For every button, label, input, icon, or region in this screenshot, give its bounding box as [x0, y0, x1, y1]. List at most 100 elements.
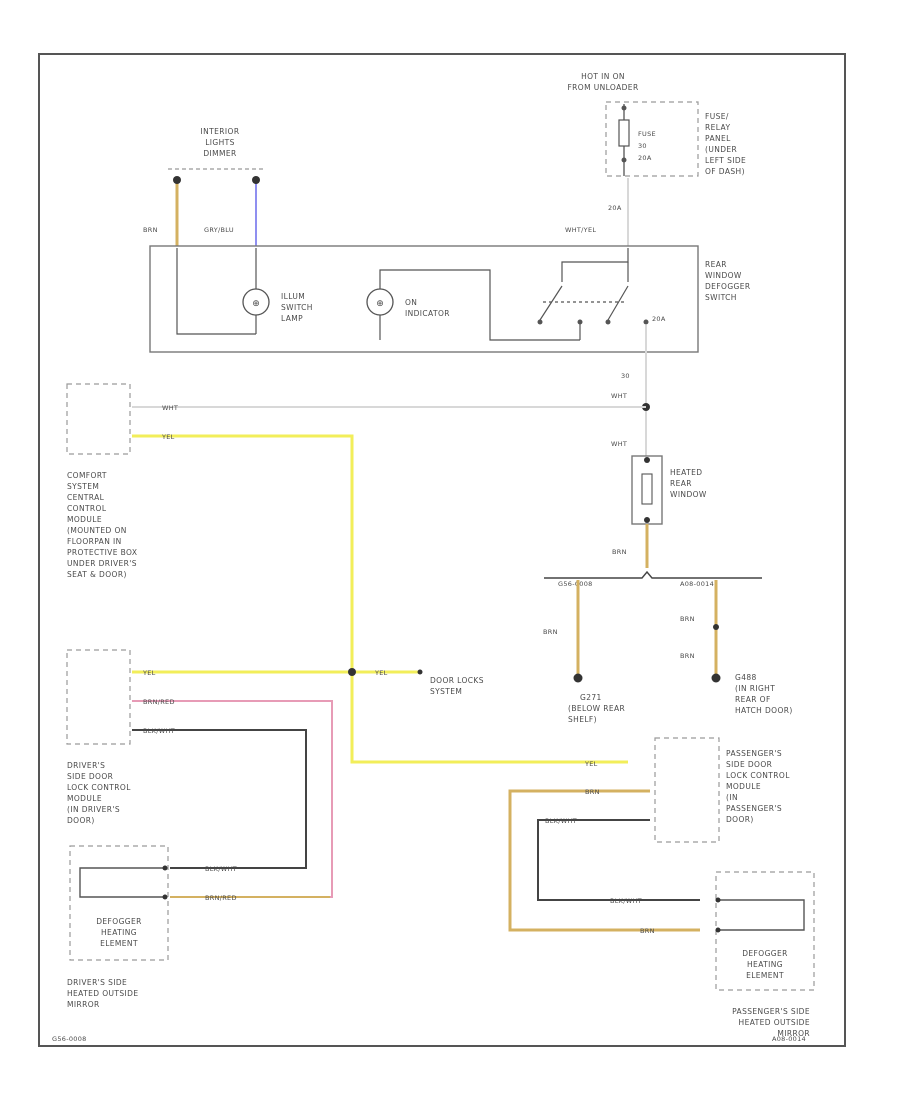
driver-module-label-4: MODULE	[67, 794, 102, 803]
lamp2-label-1: ON	[405, 298, 417, 307]
diagram-border	[38, 53, 846, 1047]
illum-lamp-glyph: ⊕	[252, 299, 260, 309]
junction-yel	[348, 668, 356, 676]
switch-contact-1	[539, 285, 563, 321]
door-locks-label-1: DOOR LOCKS	[430, 676, 484, 685]
comfort-label-7: FLOORPAN IN	[67, 537, 122, 546]
g488-label-2: (IN RIGHT	[735, 684, 775, 693]
fuse-symbol	[618, 119, 630, 147]
driver-module-label-3: LOCK CONTROL	[67, 783, 131, 792]
passenger-mirror-pin-2	[715, 927, 721, 933]
switch-contact-2	[607, 285, 629, 321]
wire-label-gry-blu: GRY/BLU	[204, 226, 234, 234]
dimmer-label-3: DIMMER	[203, 149, 236, 158]
switch-node-3	[605, 319, 611, 325]
heater-terminal-top	[644, 457, 650, 463]
comfort-module-box	[66, 383, 131, 455]
wire-label-brn-pass: BRN	[585, 788, 600, 796]
driver-mirror-box	[69, 845, 169, 961]
fuse-panel-label-6: OF DASH)	[705, 167, 745, 176]
wire-label-blk-wht-mirror: BLK/WHT	[205, 865, 237, 873]
driver-mirror-label-1: DRIVER'S SIDE	[67, 978, 127, 987]
illum-lamp-symbol	[242, 288, 270, 316]
pass-module-label-5: (IN	[726, 793, 738, 802]
driver-defog-label-1: DEFOGGER	[96, 917, 142, 926]
switch-node-4	[643, 319, 649, 325]
comfort-label-8: PROTECTIVE BOX	[67, 548, 137, 557]
fuse-id: 30	[638, 142, 647, 150]
g271-label-2: (BELOW REAR	[568, 704, 625, 713]
wire-label-blk-mirror: BLK/WHT	[610, 897, 642, 905]
wire-label-brn-g488-1: BRN	[680, 615, 695, 623]
driver-mirror-pin-1	[162, 865, 168, 871]
g271-label-1: G271	[580, 693, 602, 702]
connector-g488	[713, 624, 719, 630]
g271-label-3: SHELF)	[568, 715, 597, 724]
fuse-panel-label-4: (UNDER	[705, 145, 737, 154]
fuse-panel-label-1: FUSE/	[705, 112, 729, 121]
driver-module-label-5: (IN DRIVER'S	[67, 805, 120, 814]
ground-g488	[711, 673, 721, 683]
wire-label-yel-pass: YEL	[584, 760, 598, 768]
heater-resistor-symbol	[641, 473, 653, 505]
g488-label-3: REAR OF	[735, 695, 771, 704]
ground-bus-label-right: A08-0014	[680, 580, 714, 588]
pass-module-label-6: PASSENGER'S	[726, 804, 782, 813]
wire-brn-pass	[508, 789, 700, 932]
switch-terminal-label: 20A	[652, 315, 666, 323]
pass-defog-label-3: ELEMENT	[746, 971, 784, 980]
comfort-label-3: CENTRAL	[67, 493, 105, 502]
driver-mirror-label-2: HEATED OUTSIDE	[67, 989, 138, 998]
wire-label-2a: 20A	[608, 204, 622, 212]
passenger-mirror-pin-1	[715, 897, 721, 903]
pass-module-label-1: PASSENGER'S	[726, 749, 782, 758]
driver-defog-label-2: HEATING	[101, 928, 137, 937]
lamp1-label-2: SWITCH	[281, 303, 313, 312]
wire-label-brn-g271: BRN	[543, 628, 558, 636]
passenger-door-module-box	[654, 737, 720, 843]
hot-label-1: HOT IN ON	[581, 72, 625, 81]
wire-label-yel-locks: YEL	[374, 669, 388, 677]
wire-label-blk-wht: BLK/WHT	[143, 727, 175, 735]
pass-defog-label-2: HEATING	[747, 960, 783, 969]
switch-pin-label: 30	[621, 372, 630, 380]
comfort-label-4: CONTROL	[67, 504, 107, 513]
pass-mirror-label-3: MIRROR	[777, 1029, 810, 1038]
wire-label-wht-2: WHT	[611, 440, 627, 448]
comfort-label-10: SEAT & DOOR)	[67, 570, 127, 579]
fuse-label: FUSE	[638, 130, 656, 138]
heated-rear-window-element	[631, 455, 663, 525]
comfort-label-9: UNDER DRIVER'S	[67, 559, 137, 568]
fuse-terminal-top	[621, 105, 627, 111]
wire-blk-pass	[537, 819, 700, 901]
wire-label-blk-pass: BLK/WHT	[545, 817, 577, 825]
wire-label-wht-1: WHT	[611, 392, 627, 400]
heater-terminal-bottom	[644, 517, 650, 523]
pass-mirror-label-2: HEATED OUTSIDE	[739, 1018, 810, 1027]
dimmer-terminal-2	[252, 176, 260, 184]
g488-label-1: G488	[735, 673, 757, 682]
heated-rear-label-1: HEATED	[670, 468, 702, 477]
footer-code-left: G56-0008	[52, 1035, 87, 1043]
hot-label-2: FROM UNLOADER	[567, 83, 638, 92]
switch-label-1: REAR	[705, 260, 727, 269]
driver-module-label-6: DOOR)	[67, 816, 95, 825]
wire-yel-comfort	[132, 434, 628, 764]
comfort-label-1: COMFORT	[67, 471, 107, 480]
heated-rear-label-3: WINDOW	[670, 490, 707, 499]
wire-label-brn-g488-2: BRN	[680, 652, 695, 660]
lamp1-label-1: ILLUM	[281, 292, 305, 301]
wire-label-brn-rear: BRN	[612, 548, 627, 556]
ground-g271	[573, 673, 583, 683]
fuse-relay-panel-box	[605, 101, 699, 177]
driver-module-label-1: DRIVER'S	[67, 761, 105, 770]
lamp2-label-2: INDICATOR	[405, 309, 450, 318]
switch-label-2: WINDOW	[705, 271, 742, 280]
driver-module-label-2: SIDE DOOR	[67, 772, 113, 781]
dimmer-label-2: LIGHTS	[205, 138, 235, 147]
wire-label-brn-mirror: BRN	[640, 927, 655, 935]
wire-blk-wht-driver	[132, 729, 307, 869]
on-indicator-symbol	[366, 288, 394, 316]
driver-defog-label-3: ELEMENT	[100, 939, 138, 948]
switch-label-3: DEFOGGER	[705, 282, 751, 291]
